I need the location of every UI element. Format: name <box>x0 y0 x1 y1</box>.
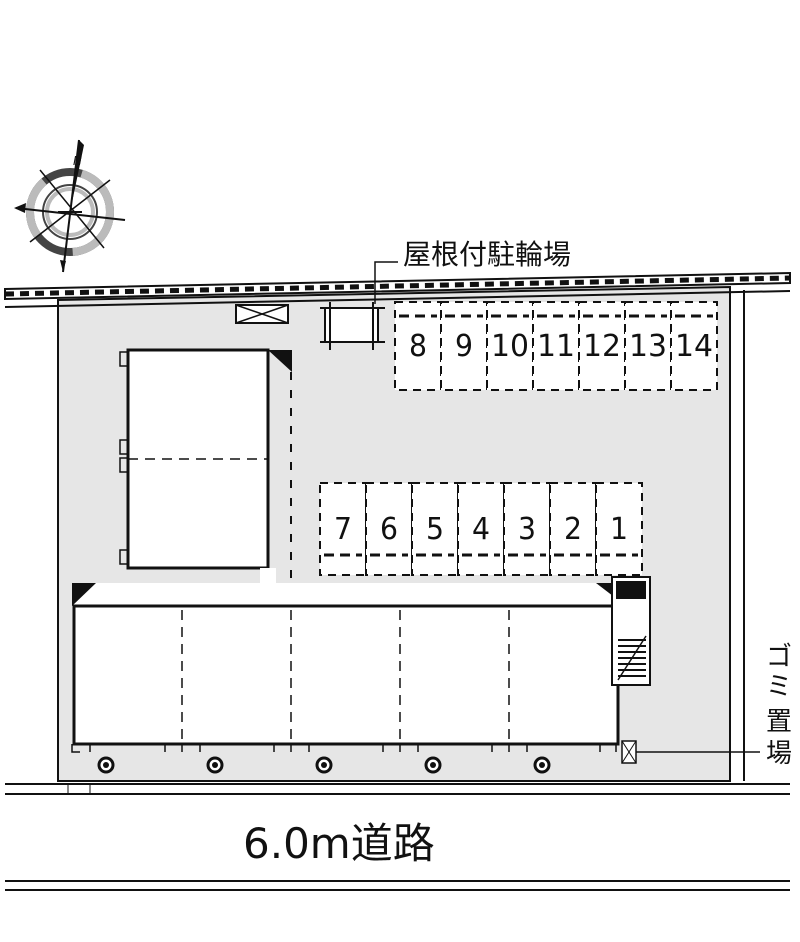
parking-stall: 9 <box>440 301 488 391</box>
stall-number: 9 <box>455 329 473 364</box>
svg-text:ゴ: ゴ <box>766 642 792 672</box>
stall-number: 8 <box>409 329 427 364</box>
stall-number: 4 <box>472 512 490 547</box>
road-label: 6.0m道路 <box>243 819 435 868</box>
building-upper <box>119 348 292 585</box>
stall-number: 10 <box>491 329 529 364</box>
compass-north-label: N <box>73 154 82 168</box>
garbage-area-label: ゴ ミ 置 場 <box>766 642 792 769</box>
stall-number: 14 <box>675 329 713 364</box>
svg-text:ミ: ミ <box>766 672 792 702</box>
stall-number: 1 <box>610 512 628 547</box>
parking-stall: 4 <box>457 482 505 576</box>
garbage-area <box>621 740 760 764</box>
stall-number: 2 <box>564 512 582 547</box>
parking-stall: 12 <box>578 301 626 391</box>
north-fence <box>4 271 791 308</box>
building-main <box>71 576 651 753</box>
parking-stall: 8 <box>394 301 442 391</box>
stall-number: 6 <box>380 512 398 547</box>
meter-icons <box>97 756 551 774</box>
stall-number: 7 <box>334 512 352 547</box>
stall-number: 13 <box>629 329 667 364</box>
parking-stall: 13 <box>624 301 672 391</box>
parking-stall: 6 <box>365 482 413 576</box>
road <box>5 783 790 891</box>
parking-stall: 11 <box>532 301 580 391</box>
parking-stall: 7 <box>319 482 367 576</box>
parking-stall: 14 <box>670 301 718 391</box>
parking-stall: 3 <box>503 482 551 576</box>
bicycle-parking-label: 屋根付駐輪場 <box>403 238 571 271</box>
bicycle-shelter <box>320 261 398 350</box>
svg-text:場: 場 <box>766 739 792 769</box>
stall-number: 5 <box>426 512 444 547</box>
parking-stall: 1 <box>595 482 643 576</box>
gate-marker <box>235 304 289 324</box>
stall-number: 11 <box>537 329 575 364</box>
svg-text:置: 置 <box>766 707 792 737</box>
stall-number: 12 <box>583 329 621 364</box>
parking-stall: 2 <box>549 482 597 576</box>
parking-stall: 5 <box>411 482 459 576</box>
compass-icon: N <box>14 139 126 273</box>
parking-stall: 10 <box>486 301 534 391</box>
stall-number: 3 <box>518 512 536 547</box>
